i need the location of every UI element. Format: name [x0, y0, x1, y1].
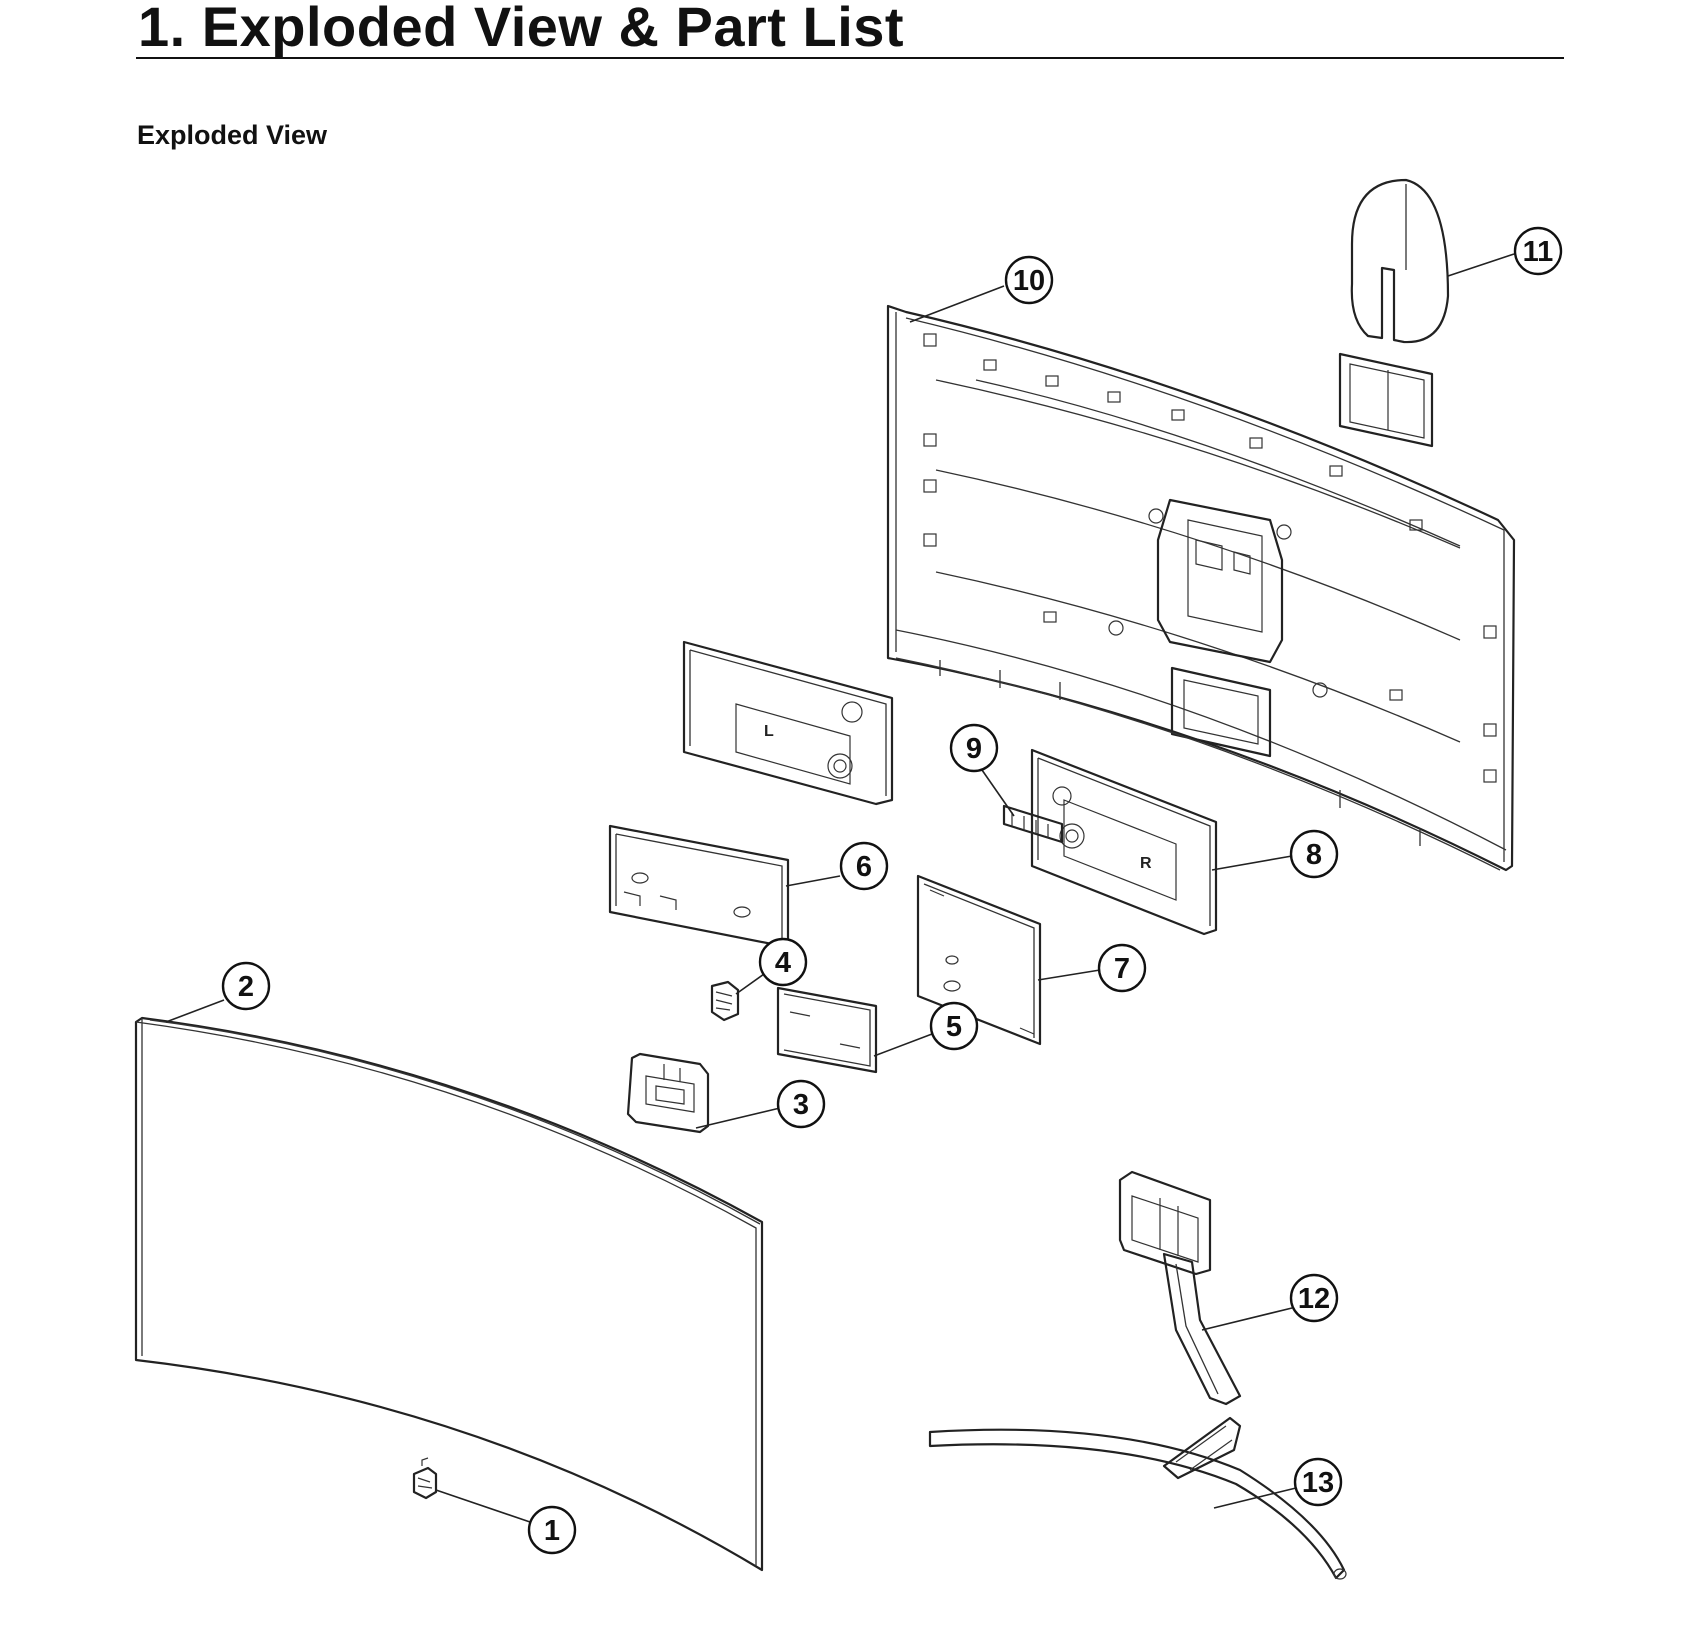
svg-text:3: 3	[793, 1089, 809, 1121]
part-1-ir-sensor	[412, 1457, 438, 1500]
svg-text:9: 9	[966, 733, 982, 765]
leader-8	[1211, 855, 1293, 871]
part-9-connector	[1002, 804, 1064, 844]
part-11-back-cap	[1338, 178, 1450, 448]
svg-text:2: 2	[238, 971, 254, 1003]
right-speaker-mark: R	[1140, 855, 1152, 872]
svg-text:8: 8	[1306, 839, 1322, 871]
left-speaker-mark: L	[764, 723, 774, 740]
callout-11: 11	[1513, 226, 1563, 276]
leader-lines	[165, 253, 1515, 1523]
svg-text:6: 6	[856, 851, 872, 883]
callout-1: 1	[527, 1505, 577, 1555]
svg-text:1: 1	[544, 1515, 560, 1547]
title-rule	[136, 57, 1564, 59]
callout-13: 13	[1293, 1457, 1343, 1507]
left-speaker: L	[682, 640, 894, 806]
callout-5: 5	[929, 1001, 979, 1051]
part-3-bracket	[626, 1052, 710, 1134]
svg-text:7: 7	[1114, 953, 1130, 985]
svg-text:13: 13	[1302, 1467, 1334, 1499]
leader-10	[909, 285, 1005, 323]
part-4-component	[710, 980, 740, 1022]
svg-text:4: 4	[775, 947, 791, 979]
leader-13	[1213, 1487, 1297, 1509]
leader-1	[435, 1489, 531, 1523]
page-title: 1. Exploded View & Part List	[138, 0, 905, 58]
callout-8: 8	[1289, 829, 1339, 879]
leader-11	[1447, 253, 1515, 277]
svg-text:10: 10	[1013, 265, 1045, 297]
leader-3	[695, 1107, 781, 1129]
part-2-display-panel	[134, 1016, 764, 1572]
leader-9	[981, 769, 1015, 817]
leader-2	[165, 999, 225, 1023]
part-7-power-board	[916, 874, 1042, 1046]
part-13-stand-base	[928, 1416, 1347, 1580]
svg-text:12: 12	[1298, 1283, 1330, 1315]
section-heading: Exploded View	[137, 120, 328, 150]
callout-7: 7	[1097, 943, 1147, 993]
part-8-right-speaker: R	[1030, 748, 1218, 936]
callout-2: 2	[221, 961, 271, 1011]
part-6-main-board	[608, 824, 790, 948]
part-10-rear-cover	[886, 304, 1516, 872]
svg-text:5: 5	[946, 1011, 962, 1043]
callout-10: 10	[1004, 255, 1054, 305]
part-12-stand-neck	[1118, 1170, 1242, 1406]
callout-9: 9	[949, 723, 999, 773]
leader-7	[1037, 969, 1101, 981]
callout-12: 12	[1289, 1273, 1339, 1323]
callout-3: 3	[776, 1079, 826, 1129]
svg-text:11: 11	[1523, 236, 1554, 268]
leader-6	[785, 875, 841, 887]
leader-12	[1201, 1307, 1293, 1331]
callout-6: 6	[839, 841, 889, 891]
part-5-pcb	[776, 986, 878, 1074]
callout-4: 4	[758, 937, 808, 987]
leader-4	[735, 973, 765, 995]
leader-5	[873, 1033, 933, 1057]
